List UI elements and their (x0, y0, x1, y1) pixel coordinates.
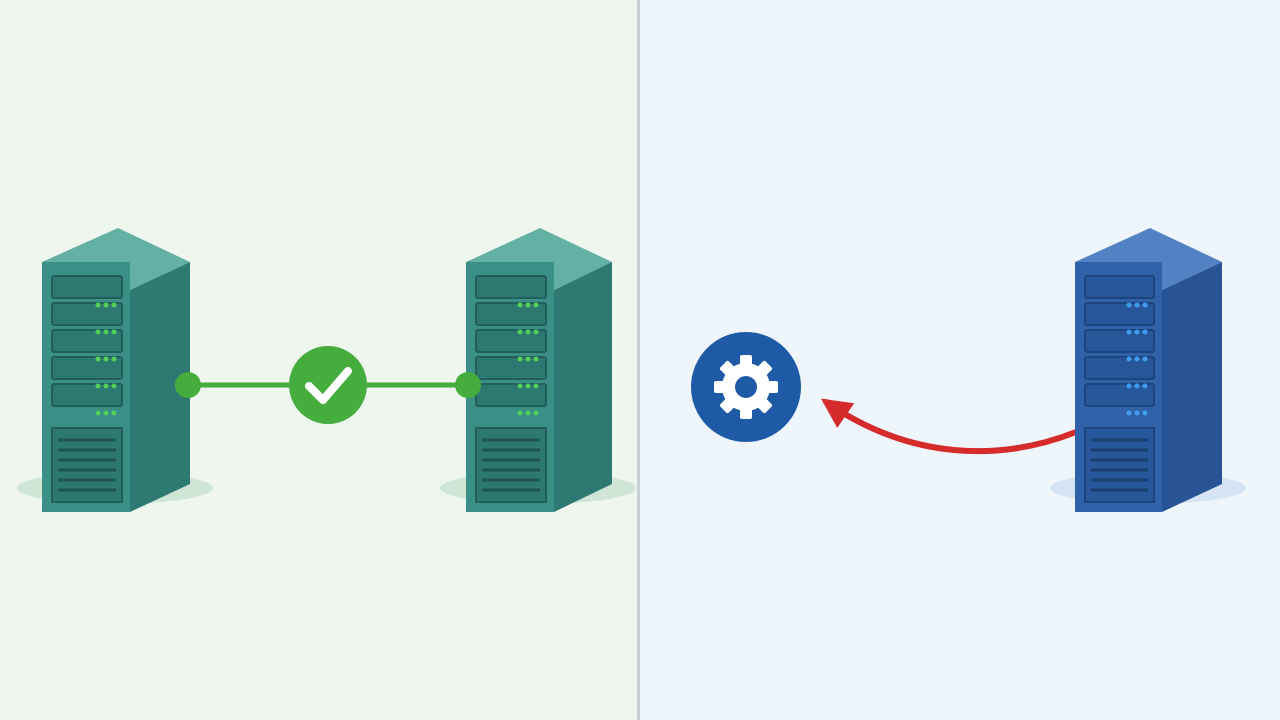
server-icon (1050, 228, 1246, 512)
server-icon (17, 228, 213, 512)
panel-divider (637, 0, 640, 720)
checkmark-icon (289, 346, 367, 424)
arrow-icon (821, 398, 1079, 455)
connection-endpoint-right (455, 372, 481, 398)
connection-link (175, 346, 481, 424)
server-left-a (17, 228, 213, 512)
gear-icon (691, 332, 801, 442)
connection-endpoint-left (175, 372, 201, 398)
server-left-b (440, 228, 636, 512)
server-right (1050, 228, 1246, 512)
server-icon (440, 228, 636, 512)
